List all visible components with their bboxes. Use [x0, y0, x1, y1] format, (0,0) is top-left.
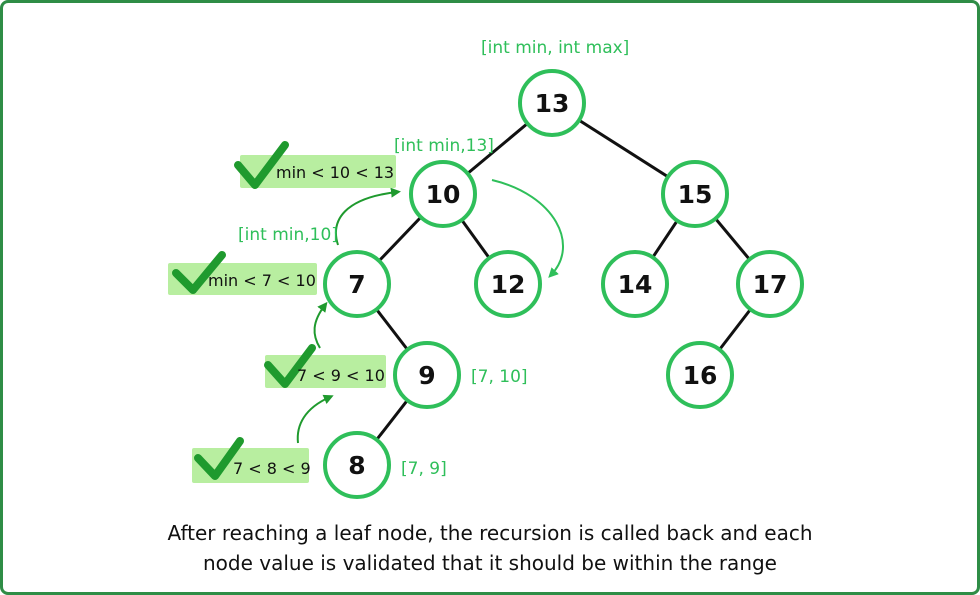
tree-node-13: 13: [518, 69, 586, 137]
node-circle: [323, 250, 391, 318]
node-value: 17: [753, 270, 788, 299]
node-value: 16: [683, 361, 718, 390]
arrow-8-to-9: [296, 394, 334, 444]
recursion-arrows: [296, 179, 564, 444]
tree-node-7: 7: [323, 250, 391, 318]
range-label-9: [7, 10]: [471, 367, 528, 387]
checkmark-icon: [194, 437, 244, 480]
node-circle: [474, 250, 542, 318]
check-badge-9: 7 < 9 < 10: [264, 344, 386, 388]
node-circle: [518, 69, 586, 137]
node-circle: [601, 250, 669, 318]
tree-node-12: 12: [474, 250, 542, 318]
tree-node-10: 10: [409, 160, 477, 228]
caption-line-2: node value is validated that it should b…: [202, 551, 777, 575]
range-label-7: [int min,10]: [238, 225, 338, 245]
tree-node-16: 16: [666, 341, 734, 409]
tree-node-17: 17: [736, 250, 804, 318]
checkmark-icon: [172, 251, 226, 294]
node-circle: [393, 341, 461, 409]
node-value: 13: [535, 89, 570, 118]
tree-node-15: 15: [661, 160, 729, 228]
node-circle: [666, 341, 734, 409]
tree-node-14: 14: [601, 250, 669, 318]
check-text-7: min < 7 < 10: [208, 271, 316, 290]
node-value: 9: [418, 361, 435, 390]
check-text-8: 7 < 8 < 9: [233, 459, 311, 478]
tree-edges: [355, 101, 772, 466]
check-badge-10: min < 10 < 13: [234, 141, 396, 189]
check-badge-7: min < 7 < 10: [168, 251, 317, 295]
caption: After reaching a leaf node, the recursio…: [0, 518, 980, 578]
node-value: 7: [348, 270, 365, 299]
range-label-13: [int min, int max]: [481, 38, 629, 58]
node-value: 15: [678, 180, 713, 209]
tree-node-8: 8: [323, 431, 391, 499]
check-text-9: 7 < 9 < 10: [297, 366, 385, 385]
node-circle: [323, 431, 391, 499]
arrow-9-to-7: [313, 301, 328, 349]
range-labels: [int min, int max] [int min,13] [int min…: [238, 38, 629, 479]
tree-nodes: 13 10 15 7 12 14 17 9 16 8: [323, 69, 804, 499]
node-value: 14: [618, 270, 653, 299]
arrow-10-to-12: [491, 179, 564, 278]
caption-line-1: After reaching a leaf node, the recursio…: [167, 521, 813, 545]
arrow-7-to-10: [335, 187, 401, 246]
node-circle: [736, 250, 804, 318]
node-value: 12: [491, 270, 526, 299]
node-value: 10: [426, 180, 461, 209]
tree-node-9: 9: [393, 341, 461, 409]
range-label-8: [7, 9]: [401, 459, 447, 479]
check-text-10: min < 10 < 13: [276, 163, 394, 182]
checkmark-icon: [264, 344, 316, 388]
range-label-10: [int min,13]: [394, 136, 494, 156]
node-value: 8: [348, 451, 365, 480]
check-badges: min < 10 < 13 min < 7 < 10 7 < 9 < 10 7 …: [168, 141, 396, 483]
checkmark-icon: [234, 141, 289, 189]
check-badge-8: 7 < 8 < 9: [192, 437, 311, 483]
node-circle: [661, 160, 729, 228]
node-circle: [409, 160, 477, 228]
